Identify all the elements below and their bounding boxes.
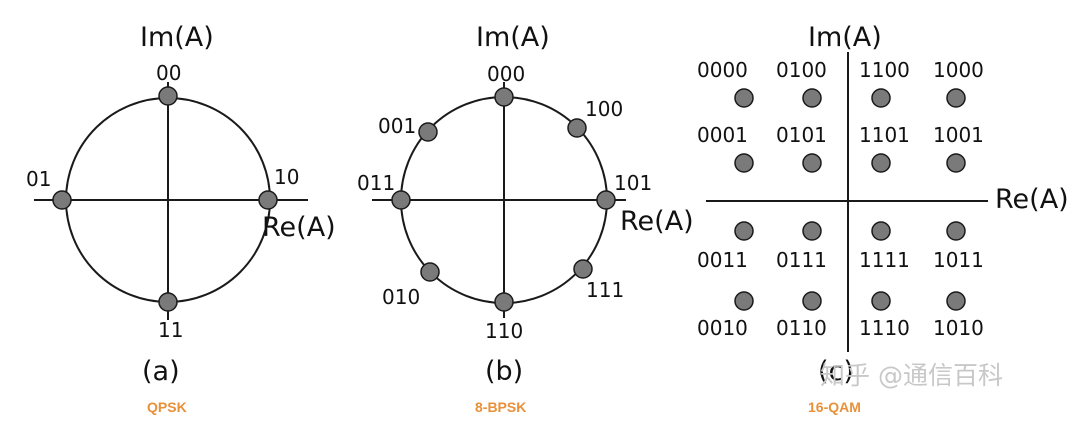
- 8bpsk-label-101: 101: [614, 171, 652, 195]
- 16qam-label-1100: 1100: [859, 58, 910, 82]
- 8bpsk-point-001: [418, 122, 438, 142]
- 8bpsk-im-label: Im(A): [476, 22, 550, 53]
- qpsk-point-01: [52, 190, 72, 210]
- 16qam-label-0010: 0010: [697, 316, 748, 340]
- 8bpsk-label-111: 111: [586, 278, 624, 302]
- 8bpsk-label-110: 110: [485, 319, 523, 343]
- 16qam-label-0000: 0000: [697, 58, 748, 82]
- 16qam-point-0101: [802, 153, 822, 173]
- 16qam-panel-label: (c): [818, 356, 854, 387]
- 16qam-label-0100: 0100: [776, 58, 827, 82]
- 16qam-caption: 16-QAM: [808, 399, 861, 415]
- 8bpsk-label-011: 011: [357, 171, 395, 195]
- 16qam-point-1000: [946, 88, 966, 108]
- 8bpsk-label-010: 010: [382, 285, 420, 309]
- 16qam-label-1101: 1101: [859, 123, 910, 147]
- 8bpsk-label-001: 001: [378, 114, 416, 138]
- 16qam-point-0001: [734, 153, 754, 173]
- 16qam-point-0011: [734, 221, 754, 241]
- 8bpsk-re-label: Re(A): [620, 206, 694, 237]
- 16qam-grid: 0000 0100 1100 1000 0001 0101 1101 1001 0011 0111…: [697, 58, 984, 340]
- 8bpsk-point-010: [420, 262, 440, 282]
- 16qam-point-0110: [802, 291, 822, 311]
- 16qam-label-0101: 0101: [776, 123, 827, 147]
- 8bpsk-point-110: [494, 292, 514, 312]
- 16qam-point-0010: [734, 291, 754, 311]
- 8bpsk-point-100: [567, 118, 587, 138]
- 16qam-point-0000: [734, 88, 754, 108]
- 16qam-point-1110: [871, 291, 891, 311]
- qpsk-panel-label: (a): [142, 356, 180, 387]
- 16qam-point-1010: [946, 291, 966, 311]
- 16qam-panel: 0000 0100 1100 1000 0001 0101 1101 1001 0011 0111…: [697, 22, 1069, 415]
- qpsk-label-11: 11: [158, 318, 183, 342]
- 8bpsk-point-000: [494, 87, 514, 107]
- 16qam-point-1001: [946, 153, 966, 173]
- watermark-text: 知乎 @通信百科: [820, 361, 1003, 390]
- 16qam-point-1101: [871, 153, 891, 173]
- 16qam-re-label: Re(A): [995, 184, 1069, 215]
- 16qam-label-0001: 0001: [697, 123, 748, 147]
- 16qam-label-1111: 1111: [859, 248, 910, 272]
- 8bpsk-label-000: 000: [487, 62, 525, 86]
- qpsk-point-11: [158, 292, 178, 312]
- 16qam-point-0100: [802, 88, 822, 108]
- 16qam-point-1011: [946, 221, 966, 241]
- 16qam-label-1000: 1000: [933, 58, 984, 82]
- 16qam-label-1001: 1001: [933, 123, 984, 147]
- qpsk-caption: QPSK: [147, 399, 187, 415]
- 8bpsk-label-100: 100: [585, 97, 623, 121]
- qpsk-re-label: Re(A): [262, 212, 336, 243]
- 8bpsk-points: [391, 87, 616, 312]
- 8bpsk-panel-label: (b): [485, 356, 523, 387]
- 8bpsk-panel: Im(A) Re(A) 000 100 101 111 110 010 011 …: [357, 22, 694, 415]
- 8bpsk-caption: 8-BPSK: [475, 399, 526, 415]
- 16qam-label-0111: 0111: [776, 248, 827, 272]
- qpsk-label-01: 01: [26, 167, 51, 191]
- qpsk-im-label: Im(A): [140, 22, 214, 53]
- 16qam-point-1111: [871, 221, 891, 241]
- 16qam-label-1011: 1011: [933, 248, 984, 272]
- 16qam-label-1110: 1110: [859, 316, 910, 340]
- 16qam-label-0011: 0011: [697, 248, 748, 272]
- 8bpsk-point-011: [391, 190, 411, 210]
- qpsk-points: [52, 86, 278, 312]
- 16qam-point-1100: [871, 88, 891, 108]
- qpsk-point-10: [258, 190, 278, 210]
- 8bpsk-point-111: [573, 259, 593, 279]
- 16qam-point-0111: [802, 221, 822, 241]
- qpsk-panel: Im(A) Re(A) 00 10 11 01 (a) QPSK: [26, 22, 336, 415]
- qpsk-point-00: [158, 86, 178, 106]
- 16qam-label-1010: 1010: [933, 316, 984, 340]
- qpsk-label-10: 10: [274, 165, 299, 189]
- 16qam-label-0110: 0110: [776, 316, 827, 340]
- qpsk-label-00: 00: [156, 61, 181, 85]
- 8bpsk-point-101: [596, 190, 616, 210]
- 16qam-im-label: Im(A): [808, 22, 882, 53]
